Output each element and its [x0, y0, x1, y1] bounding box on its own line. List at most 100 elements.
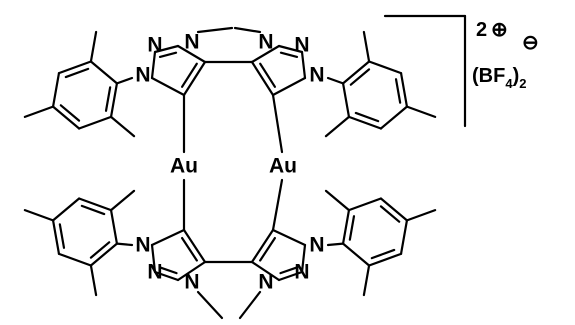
- atom-n-bottom-right-2: N: [294, 261, 309, 284]
- bond-n-aryl-top-left: [115, 76, 134, 85]
- mesityl-top-right-ring-bond: [341, 82, 351, 118]
- fluorine-count: 4: [505, 76, 513, 91]
- mesityl-top-left-ring-bond: [57, 60, 93, 75]
- mesityl-bottom-left-methyl: [23, 209, 55, 222]
- methyl-top-right: [233, 26, 262, 34]
- triazole-top-right-bond: [250, 60, 275, 97]
- triazole-bottom-left-bond: [181, 236, 198, 262]
- triazole-bottom-left-bond: [150, 243, 157, 274]
- triazole-bottom-right-bond: [277, 270, 304, 282]
- mesityl-bottom-left-ring-bond: [77, 197, 113, 212]
- triazole-bottom-right-bond: [279, 266, 298, 275]
- bond-lines: [23, 26, 437, 320]
- mesityl-bottom-right-ring-bond: [399, 219, 409, 255]
- mesityl-top-right-ring-bond: [379, 105, 409, 130]
- triazole-bottom-left-bond: [182, 228, 207, 264]
- mesityl-bottom-right-ring-bond: [379, 197, 409, 222]
- mesityl-bottom-right-ring-bond: [341, 242, 371, 267]
- mesityl-bottom-right-ring-bond: [379, 205, 401, 223]
- triazole-top-left-bond: [158, 51, 178, 59]
- triazole-bottom-right-bond: [271, 228, 307, 247]
- triazole-bottom-right-bond: [250, 228, 275, 264]
- bond-n-aryl-bottom-left: [115, 242, 134, 247]
- mesityl-top-left-methyl: [89, 30, 98, 63]
- mesityl-top-right-methyl: [362, 30, 371, 63]
- triazole-top-right-bond: [259, 62, 277, 88]
- triazole-bottom-left-bond: [150, 228, 186, 247]
- bond-n-aryl-bottom-right: [326, 242, 345, 247]
- charge-bracket: [383, 14, 467, 128]
- open-paren: (: [472, 65, 479, 87]
- mesityl-bottom-left-methyl: [89, 264, 98, 297]
- bond-c-au-bottom-right: [271, 178, 284, 232]
- triazole-top-left-bond: [180, 62, 198, 88]
- mesityl-top-left-ring-bond: [109, 82, 119, 118]
- triazole-top-left-bond: [153, 44, 180, 54]
- mesityl-bottom-right-ring-bond: [370, 248, 396, 260]
- triazole-bottom-right-bond: [250, 260, 281, 282]
- mesityl-top-right-ring-bond: [399, 72, 409, 108]
- methyl-bottom-left: [196, 290, 224, 320]
- mesityl-top-left-ring-bond: [59, 104, 81, 122]
- mesityl-bottom-right-ring-bond: [341, 209, 351, 245]
- methyl-bottom-right: [238, 290, 262, 320]
- bond-c-au-top-right: [271, 93, 284, 154]
- triazole-bottom-right-bond: [259, 236, 276, 262]
- mesityl-bottom-left-ring-bond: [80, 204, 106, 216]
- mesityl-bottom-left-ring-bond: [58, 223, 66, 249]
- mesityl-top-right-ring-bond: [341, 60, 371, 85]
- mesityl-top-left-methyl: [109, 115, 136, 138]
- triazole-top-right-bond: [277, 44, 304, 54]
- atom-n-top-left-2: N: [147, 34, 162, 57]
- atom-n-bottom-right-1: N: [309, 234, 324, 257]
- triazole-top-right-bond: [279, 51, 299, 59]
- mesityl-top-right-ring-bond: [367, 60, 403, 75]
- atom-n-top-left-3: N: [184, 31, 199, 54]
- atom-n-top-right-3: N: [258, 31, 273, 54]
- anion-minus-sign: ⊖: [522, 32, 539, 54]
- methyl-top-left: [196, 26, 234, 34]
- triazole-top-left-bond: [150, 76, 186, 97]
- mesityl-top-left-ring-bond: [104, 86, 112, 112]
- ion-count: 2: [519, 76, 526, 91]
- triazole-top-right-bond: [250, 44, 281, 64]
- close-paren: ): [513, 65, 520, 87]
- mesityl-top-right-ring-bond: [354, 111, 380, 123]
- mesityl-bottom-left-ring-bond: [51, 219, 61, 255]
- mesityl-bottom-left-ring-bond: [89, 242, 119, 267]
- mesityl-top-right-ring-bond: [394, 78, 402, 104]
- mesityl-top-left-ring-bond: [77, 115, 113, 130]
- triazole-bottom-left-bond: [153, 270, 180, 282]
- triazole-top-right-bond: [271, 76, 307, 97]
- triazole-bottom-left-bond: [159, 266, 178, 275]
- mesityl-top-left-methyl: [23, 105, 55, 118]
- counterion-formula: (BF4)2: [472, 65, 526, 91]
- triazole-bottom-left-bond: [176, 260, 207, 282]
- mesityl-top-right-methyl: [324, 115, 351, 138]
- charge-plus-sign: ⊕: [491, 19, 508, 41]
- atom-au-right: Au: [269, 155, 297, 178]
- mesityl-bottom-right-ring-bond: [367, 252, 403, 267]
- mesityl-bottom-left-ring-bond: [57, 252, 93, 267]
- atom-n-top-right-1: N: [309, 64, 324, 87]
- atom-n-bottom-left-3: N: [184, 271, 199, 294]
- triazole-bottom-right-bond: [300, 243, 307, 274]
- formula-base: BF: [479, 65, 506, 87]
- atom-n-top-left-1: N: [135, 64, 150, 87]
- mesityl-bottom-right-methyl: [405, 209, 437, 222]
- charge-number: 2: [476, 19, 487, 41]
- mesityl-top-left-ring-bond: [89, 60, 119, 85]
- atom-n-bottom-left-1: N: [135, 234, 150, 257]
- mesityl-bottom-left-ring-bond: [109, 209, 119, 245]
- mesityl-bottom-left-ring-bond: [89, 241, 111, 259]
- mesityl-top-right-ring-bond: [347, 115, 383, 130]
- bond-n-aryl-top-right: [326, 76, 345, 85]
- atom-n-bottom-right-3: N: [258, 271, 273, 294]
- atom-au-left: Au: [170, 155, 198, 178]
- mesityl-top-right-methyl: [405, 105, 437, 118]
- mesityl-bottom-right-ring-bond: [347, 197, 383, 212]
- mesityl-bottom-right-ring-bond: [348, 215, 356, 241]
